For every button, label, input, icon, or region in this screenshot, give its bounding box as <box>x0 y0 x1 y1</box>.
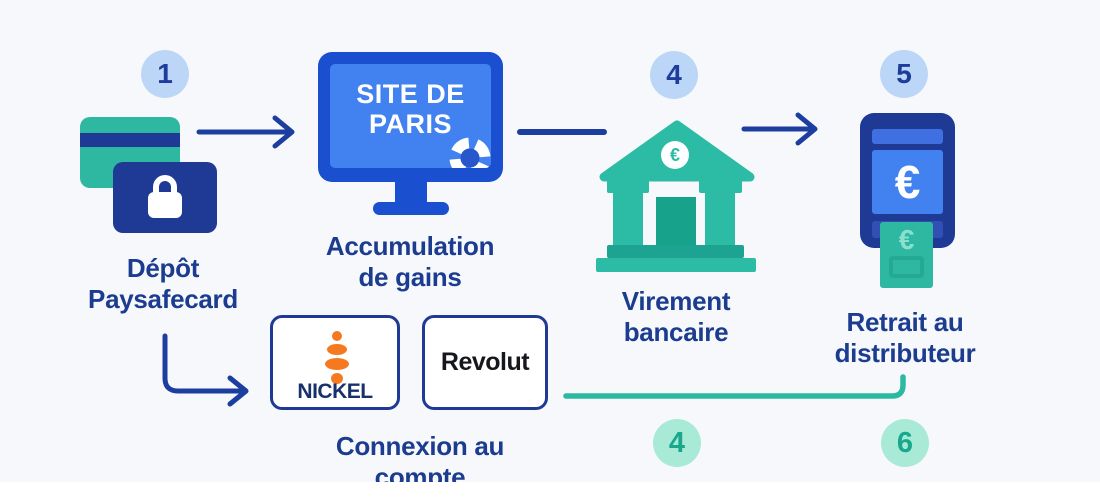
card-stripe <box>80 133 180 147</box>
step-number: 5 <box>896 58 912 89</box>
step-badge-4-bottom: 4 <box>653 419 701 467</box>
deposit-label: Dépôt Paysafecard <box>43 253 283 315</box>
deposit-label-line1: Dépôt <box>126 253 200 283</box>
elbow-arrow-icon <box>162 333 249 407</box>
retrait-label: Retrait au distributeur <box>785 307 1025 369</box>
monitor-screen: SITE DE PARIS <box>330 64 491 168</box>
nickel-dot-icon <box>332 331 342 341</box>
accumulation-label-line1: Accumulation <box>325 231 495 261</box>
arrow-right-icon <box>196 115 295 149</box>
screen-text-line1: SITE DE <box>356 79 465 109</box>
lock-shackle-icon <box>153 175 177 197</box>
site-screen-text: SITE DE PARIS <box>330 79 491 139</box>
nickel-account-box: NICKEL <box>270 315 400 410</box>
virement-label-line2: bancaire <box>623 317 729 347</box>
poker-chip-icon <box>449 137 491 168</box>
atm-screen: € <box>872 150 943 214</box>
atm-screen-euro: € <box>894 156 921 208</box>
bank-column <box>613 193 643 245</box>
nickel-dot-icon <box>327 344 347 355</box>
bank-step <box>607 245 744 258</box>
revolut-wordmark: Revolut <box>440 348 530 376</box>
step-badge-5: 5 <box>880 50 928 98</box>
bank-column <box>705 193 735 245</box>
screen-text-line2: PARIS <box>368 109 452 139</box>
banknote-frame <box>889 256 924 278</box>
bottom-white-strip <box>0 482 1100 500</box>
green-connector-line <box>563 374 906 399</box>
nickel-dot-icon <box>325 358 349 370</box>
bank-column-cap <box>607 180 649 193</box>
arrow-right-icon <box>741 112 818 146</box>
bank-step <box>596 258 756 272</box>
monitor-stand-neck <box>395 181 427 204</box>
monitor-stand-base <box>373 202 449 215</box>
retrait-label-line2: distributeur <box>834 338 976 368</box>
nickel-dot-icon <box>331 373 343 384</box>
step-number: 4 <box>668 426 686 459</box>
revolut-account-box: Revolut <box>422 315 548 410</box>
euro-badge-icon: € <box>661 141 689 169</box>
betting-site-monitor-icon: SITE DE PARIS <box>318 52 503 182</box>
virement-label: Virement bancaire <box>556 286 796 348</box>
nickel-wordmark: NICKEL <box>297 380 373 403</box>
flow-line-monitor-bank <box>517 129 607 135</box>
lock-icon <box>148 192 182 218</box>
euro-symbol: € <box>669 144 680 165</box>
bank-door <box>656 197 696 245</box>
step-badge-4: 4 <box>650 51 698 99</box>
step-badge-6-bottom: 6 <box>881 419 929 467</box>
step-number: 1 <box>157 58 173 89</box>
deposit-label-line2: Paysafecard <box>88 284 238 314</box>
step-badge-1: 1 <box>141 50 189 98</box>
accumulation-label: Accumulation de gains <box>290 231 530 293</box>
accumulation-label-line2: de gains <box>358 262 462 292</box>
step-number: 6 <box>896 426 914 459</box>
retrait-label-line1: Retrait au <box>846 307 964 337</box>
locked-card-icon <box>113 162 217 233</box>
banknote-euro: € <box>898 224 915 255</box>
bank-column-cap <box>699 180 742 193</box>
connexion-label-line1: Connexion au <box>335 431 505 461</box>
banknote-icon: € <box>880 222 933 288</box>
virement-label-line1: Virement <box>621 286 731 316</box>
atm-top-band <box>872 129 943 144</box>
step-number: 4 <box>666 59 682 90</box>
